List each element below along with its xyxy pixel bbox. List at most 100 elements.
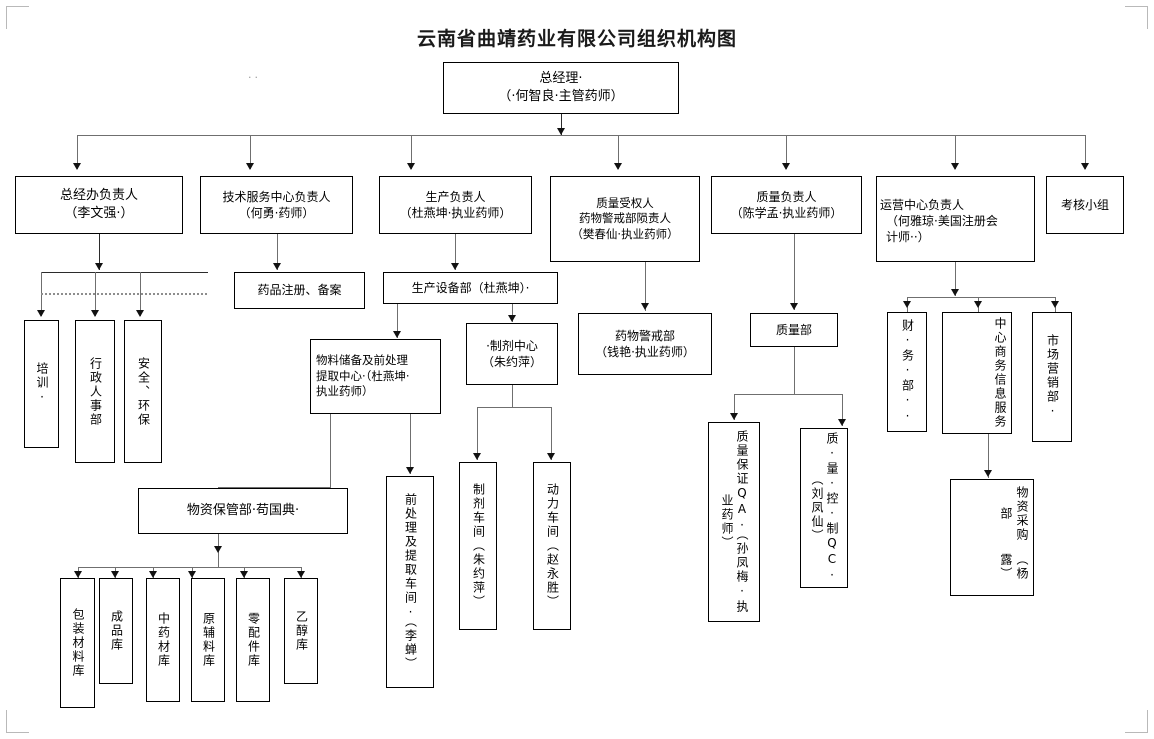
prep-center-line2: （朱约萍） bbox=[481, 355, 542, 369]
drop-power-shop bbox=[551, 407, 552, 460]
tech-line1: 技术服务中心负责人 bbox=[222, 189, 331, 204]
drop-safety-arrow bbox=[136, 310, 144, 317]
connector-quality-bus bbox=[734, 394, 842, 395]
node-safety-env[interactable]: 安全、环保 bbox=[124, 320, 162, 463]
hr-label: 行政人事部 bbox=[88, 356, 103, 427]
node-training[interactable]: 培训· bbox=[24, 320, 59, 448]
node-preparation-center[interactable]: ·制剂中心 （朱约萍） bbox=[466, 323, 558, 385]
node-warehouse-ethanol[interactable]: 乙醇库 bbox=[284, 578, 318, 684]
node-drug-registration[interactable]: 药品注册、备案 bbox=[234, 272, 365, 309]
node-material-center[interactable]: 物料储备及前处理 提取中心·（杜燕坤· 执业药师） bbox=[310, 339, 441, 414]
crop-mark-top-right bbox=[1125, 6, 1148, 29]
node-power-shop[interactable]: 动力车间（赵永胜） bbox=[533, 462, 571, 630]
drop-wh-6-arrow bbox=[297, 571, 305, 578]
connector-level2-bus bbox=[77, 135, 1085, 136]
node-business-info-center[interactable]: 中心 商务信息服务 bbox=[942, 312, 1012, 434]
node-finance-dept[interactable]: 财·务·部·· bbox=[887, 312, 927, 432]
node-procurement-dept[interactable]: 物资采购部 （杨露） bbox=[950, 479, 1034, 596]
drop-qa-arrow bbox=[730, 413, 738, 420]
connector-prep-bus bbox=[477, 407, 551, 408]
node-production-equipment[interactable]: 生产设备部（杜燕坤）· bbox=[383, 272, 558, 304]
node-warehouse-packaging[interactable]: 包装材料库 bbox=[60, 578, 95, 708]
drop-wh-1-arrow bbox=[74, 571, 82, 578]
drop-quality-arrow bbox=[782, 163, 790, 170]
node-office-head[interactable]: 总经办负责人 （李文强·） bbox=[15, 176, 183, 234]
power-shop-label: 动力车间（赵永胜） bbox=[545, 483, 560, 609]
drop-production bbox=[411, 135, 412, 169]
material-line2: 提取中心·（杜燕坤· bbox=[316, 368, 410, 383]
connector-operations-down bbox=[955, 262, 956, 296]
safety-label: 安全、环保 bbox=[136, 356, 151, 427]
drop-operations bbox=[955, 135, 956, 169]
node-general-manager[interactable]: 总经理· （·何智良·主管药师） bbox=[443, 62, 679, 114]
connector-quality-arrow bbox=[790, 303, 798, 310]
pv-line1: 药物警戒部 bbox=[614, 328, 675, 343]
wh-raw-label: 原辅料库 bbox=[201, 612, 216, 668]
production-line1: 生产负责人 bbox=[425, 189, 486, 204]
connector-tech-arrow bbox=[273, 263, 281, 270]
node-production-head[interactable]: 生产负责人 （杜燕坤·执业药师） bbox=[379, 176, 532, 234]
biz-info-label-col1: 商务信息服务 bbox=[993, 345, 1007, 429]
node-warehouse-finished[interactable]: 成品库 bbox=[99, 578, 133, 684]
drop-production-arrow bbox=[407, 163, 415, 170]
node-preparation-shop[interactable]: 制剂车间（朱约萍） bbox=[459, 462, 497, 630]
warehouse-dept-label: 物资保管部·苟国典· bbox=[186, 503, 300, 519]
node-warehouse-dept[interactable]: 物资保管部·苟国典· bbox=[138, 488, 348, 534]
node-quality-head[interactable]: 质量负责人 （陈学孟·执业药师） bbox=[711, 176, 862, 234]
node-tech-head[interactable]: 技术服务中心负责人 （何勇·药师） bbox=[200, 176, 353, 234]
connector-quality-down bbox=[794, 234, 795, 310]
connector-procurement bbox=[988, 434, 989, 478]
connector-warehouse-dept bbox=[330, 414, 331, 488]
prep-shop-label: 制剂车间（朱约萍） bbox=[471, 483, 486, 609]
node-hr-dept[interactable]: 行政人事部 bbox=[75, 320, 115, 463]
office-line1: 总经办负责人 bbox=[59, 188, 138, 204]
connector-warehouses-arrow bbox=[214, 546, 222, 553]
node-warehouse-parts[interactable]: 零配件库 bbox=[236, 578, 270, 702]
drop-wh-4-arrow bbox=[188, 571, 196, 578]
node-warehouse-raw[interactable]: 原辅料库 bbox=[191, 578, 225, 702]
stray-mark: .. bbox=[248, 68, 261, 81]
qa-label: 质量保证QA·（孙凤梅·执业药师） bbox=[720, 430, 749, 614]
drop-operations-arrow bbox=[951, 163, 959, 170]
drop-prep-center-arrow bbox=[508, 315, 516, 322]
node-audit-group[interactable]: 考核小组 bbox=[1046, 176, 1124, 234]
node-quality-control[interactable]: 质·量·控·制QC·（刘凤仙） bbox=[800, 428, 848, 588]
tech-line2: （何勇·药师） bbox=[238, 206, 315, 220]
qa-auth-line2: 药物警戒部陨责人 bbox=[579, 211, 671, 226]
gm-line2: （·何智良·主管药师） bbox=[498, 89, 624, 104]
node-quality-assurance[interactable]: 质量保证QA·（孙凤梅·执业药师） bbox=[708, 422, 760, 622]
connector-pretreat bbox=[410, 414, 411, 474]
connector-office-bus bbox=[41, 272, 208, 273]
drop-wh-5-arrow bbox=[240, 571, 248, 578]
drop-prep-shop-arrow bbox=[473, 453, 481, 460]
wh-finished-label: 成品库 bbox=[109, 610, 124, 652]
pv-line2: （钱艳·执业药师） bbox=[595, 345, 695, 359]
quality-line1: 质量负责人 bbox=[756, 189, 817, 204]
quality-line2: （陈学孟·执业药师） bbox=[730, 206, 843, 220]
drop-qa-auth-arrow bbox=[614, 163, 622, 170]
connector-warehouse-dept-h bbox=[218, 487, 331, 488]
node-warehouse-herbs[interactable]: 中药材库 bbox=[146, 578, 180, 702]
node-pharmacovigilance[interactable]: 药物警戒部 （钱艳·执业药师） bbox=[578, 313, 712, 375]
node-quality-dept[interactable]: 质量部 bbox=[750, 313, 838, 347]
pretreat-label: 前处理及提取车间·（李蝉） bbox=[403, 493, 418, 671]
gm-line1: 总经理· bbox=[539, 71, 583, 87]
quality-dept-label: 质量部 bbox=[775, 322, 812, 337]
connector-gm-arrow bbox=[557, 128, 565, 135]
drop-tech bbox=[250, 135, 251, 169]
drop-audit-arrow bbox=[1081, 163, 1089, 170]
procurement-label-col1: 物资采购部 bbox=[998, 485, 1029, 542]
training-label: 培训· bbox=[35, 362, 49, 406]
connector-procurement-arrow bbox=[984, 470, 992, 477]
node-pretreatment-shop[interactable]: 前处理及提取车间·（李蝉） bbox=[386, 476, 434, 688]
connector-pv-down bbox=[645, 262, 646, 311]
drop-audit bbox=[1085, 135, 1086, 169]
finance-label: 财·务·部·· bbox=[900, 319, 915, 425]
node-operations-head[interactable]: 运营中心负责人 （何雅琼·美国注册会 计师··） bbox=[876, 176, 1035, 262]
node-qualified-person[interactable]: 质量受权人 药物警戒部陨责人 （樊春仙·执业药师） bbox=[550, 176, 700, 262]
equip-label: 生产设备部（杜燕坤）· bbox=[411, 280, 530, 295]
crop-mark-bottom-left bbox=[6, 710, 29, 733]
wh-ethanol-label: 乙醇库 bbox=[294, 610, 309, 652]
procurement-label-col2: （杨露） bbox=[998, 553, 1029, 582]
node-marketing-dept[interactable]: 市场营销部· bbox=[1032, 312, 1072, 442]
